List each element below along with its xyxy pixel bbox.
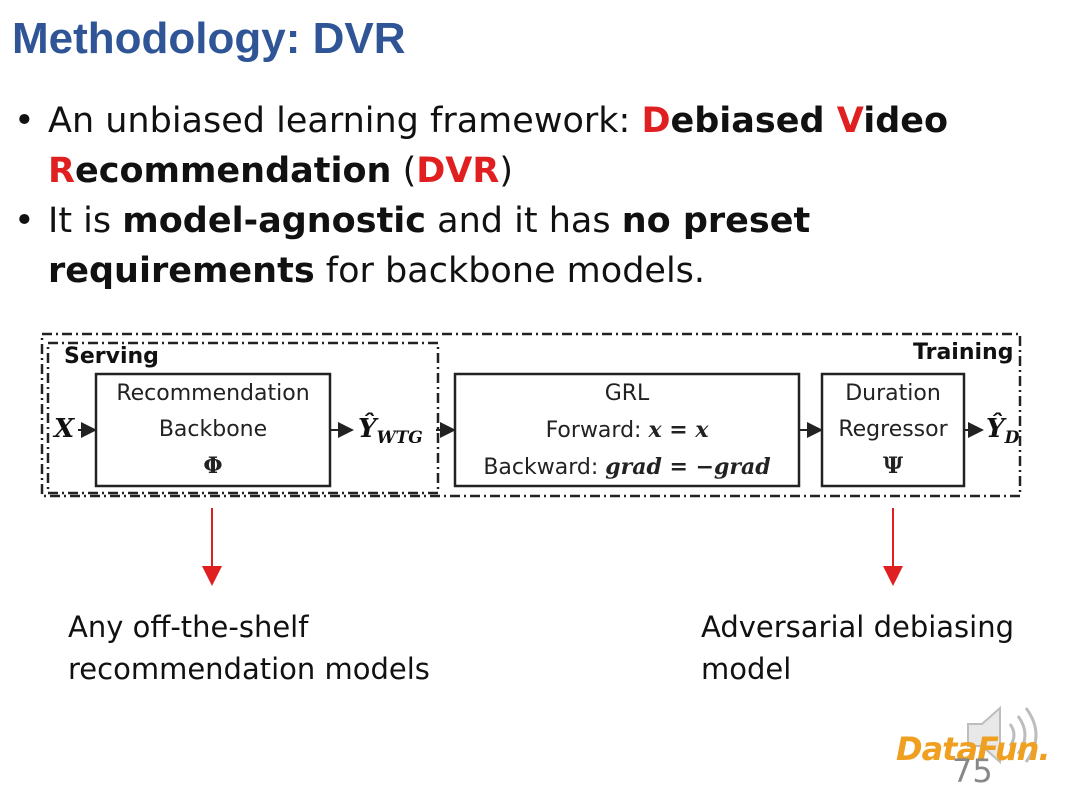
bold-model-agnostic: model-agnostic — [122, 201, 427, 241]
acronym-word-ideo: ideo — [863, 101, 949, 141]
caption-left: Any off-the-shelf recommendation models — [68, 606, 430, 690]
datafun-logo: DataFun. — [896, 730, 1051, 768]
bullet-text: An unbiased learning framework: — [48, 101, 642, 141]
acronym-word-ebiased: ebiased — [670, 101, 837, 141]
training-region — [40, 332, 1022, 498]
y-hat-d: Ŷ — [986, 414, 1005, 444]
wtg-subscript: WTG — [376, 428, 423, 449]
regressor-line2: Regressor — [838, 417, 948, 442]
speaker-icon[interactable] — [962, 700, 1052, 770]
grl-forward: Forward: x = x — [455, 412, 799, 449]
serving-label: Serving — [64, 344, 159, 369]
acronym-dvr: DVR — [416, 151, 500, 191]
backward-label: Backward: — [483, 455, 599, 480]
backbone-box — [94, 372, 332, 488]
acronym-word-ecommendation: ecommendation — [74, 151, 392, 191]
serving-region — [46, 341, 440, 495]
backbone-line1: Recommendation — [116, 381, 310, 406]
paren-open: ( — [391, 151, 417, 191]
d-subscript: D — [1004, 428, 1020, 449]
bullet-text: It is — [48, 201, 123, 241]
caption-right-line1: Adversarial debiasing — [701, 610, 1015, 644]
bullet-dot: • — [14, 101, 35, 141]
bullet-item-1: • An unbiased learning framework: Debias… — [14, 96, 1064, 196]
acronym-letter-v: V — [836, 101, 864, 141]
y-hat-wtg: Ŷ — [358, 414, 377, 444]
backbone-text: Recommendation Backbone Φ — [96, 376, 330, 484]
backward-expr: grad = −grad — [605, 454, 771, 480]
forward-expr: x = x — [648, 417, 709, 443]
regressor-text: Duration Regressor Ψ — [822, 376, 964, 484]
caption-right-line2: model — [701, 652, 792, 686]
slide-title: Methodology: DVR — [12, 14, 406, 63]
bullet-list: • An unbiased learning framework: Debias… — [14, 96, 1064, 296]
caption-right: Adversarial debiasing model — [701, 606, 1014, 690]
grl-box — [453, 372, 801, 488]
grl-title: GRL — [604, 381, 650, 406]
phi-symbol: Φ — [203, 453, 223, 479]
bold-no-preset: no preset requirements — [48, 201, 811, 291]
psi-symbol: Ψ — [882, 453, 904, 479]
bullet-text: for backbone models. — [314, 251, 706, 291]
page-number: 75 — [952, 752, 993, 790]
input-x-label: X — [54, 414, 75, 444]
grl-backward: Backward: grad = −grad — [455, 449, 799, 486]
grl-text: GRL Forward: x = x Backward: grad = −gra… — [455, 376, 799, 486]
paren-close: ) — [499, 151, 513, 191]
regressor-line1: Duration — [845, 381, 941, 406]
bullet-item-2: • It is model-agnostic and it has no pre… — [14, 196, 1064, 296]
forward-label: Forward: — [545, 418, 642, 443]
caption-left-line2: recommendation models — [68, 652, 430, 686]
wtg-output-label: ŶWTG — [358, 414, 423, 448]
duration-output-label: ŶD — [986, 414, 1019, 448]
caption-left-line1: Any off-the-shelf — [68, 610, 309, 644]
bullet-text: and it has — [426, 201, 622, 241]
regressor-box — [820, 372, 966, 488]
training-label: Training — [913, 340, 1014, 365]
bullet-dot: • — [14, 201, 35, 241]
backbone-line2: Backbone — [158, 417, 268, 442]
acronym-letter-r: R — [48, 151, 75, 191]
acronym-letter-d: D — [641, 101, 671, 141]
